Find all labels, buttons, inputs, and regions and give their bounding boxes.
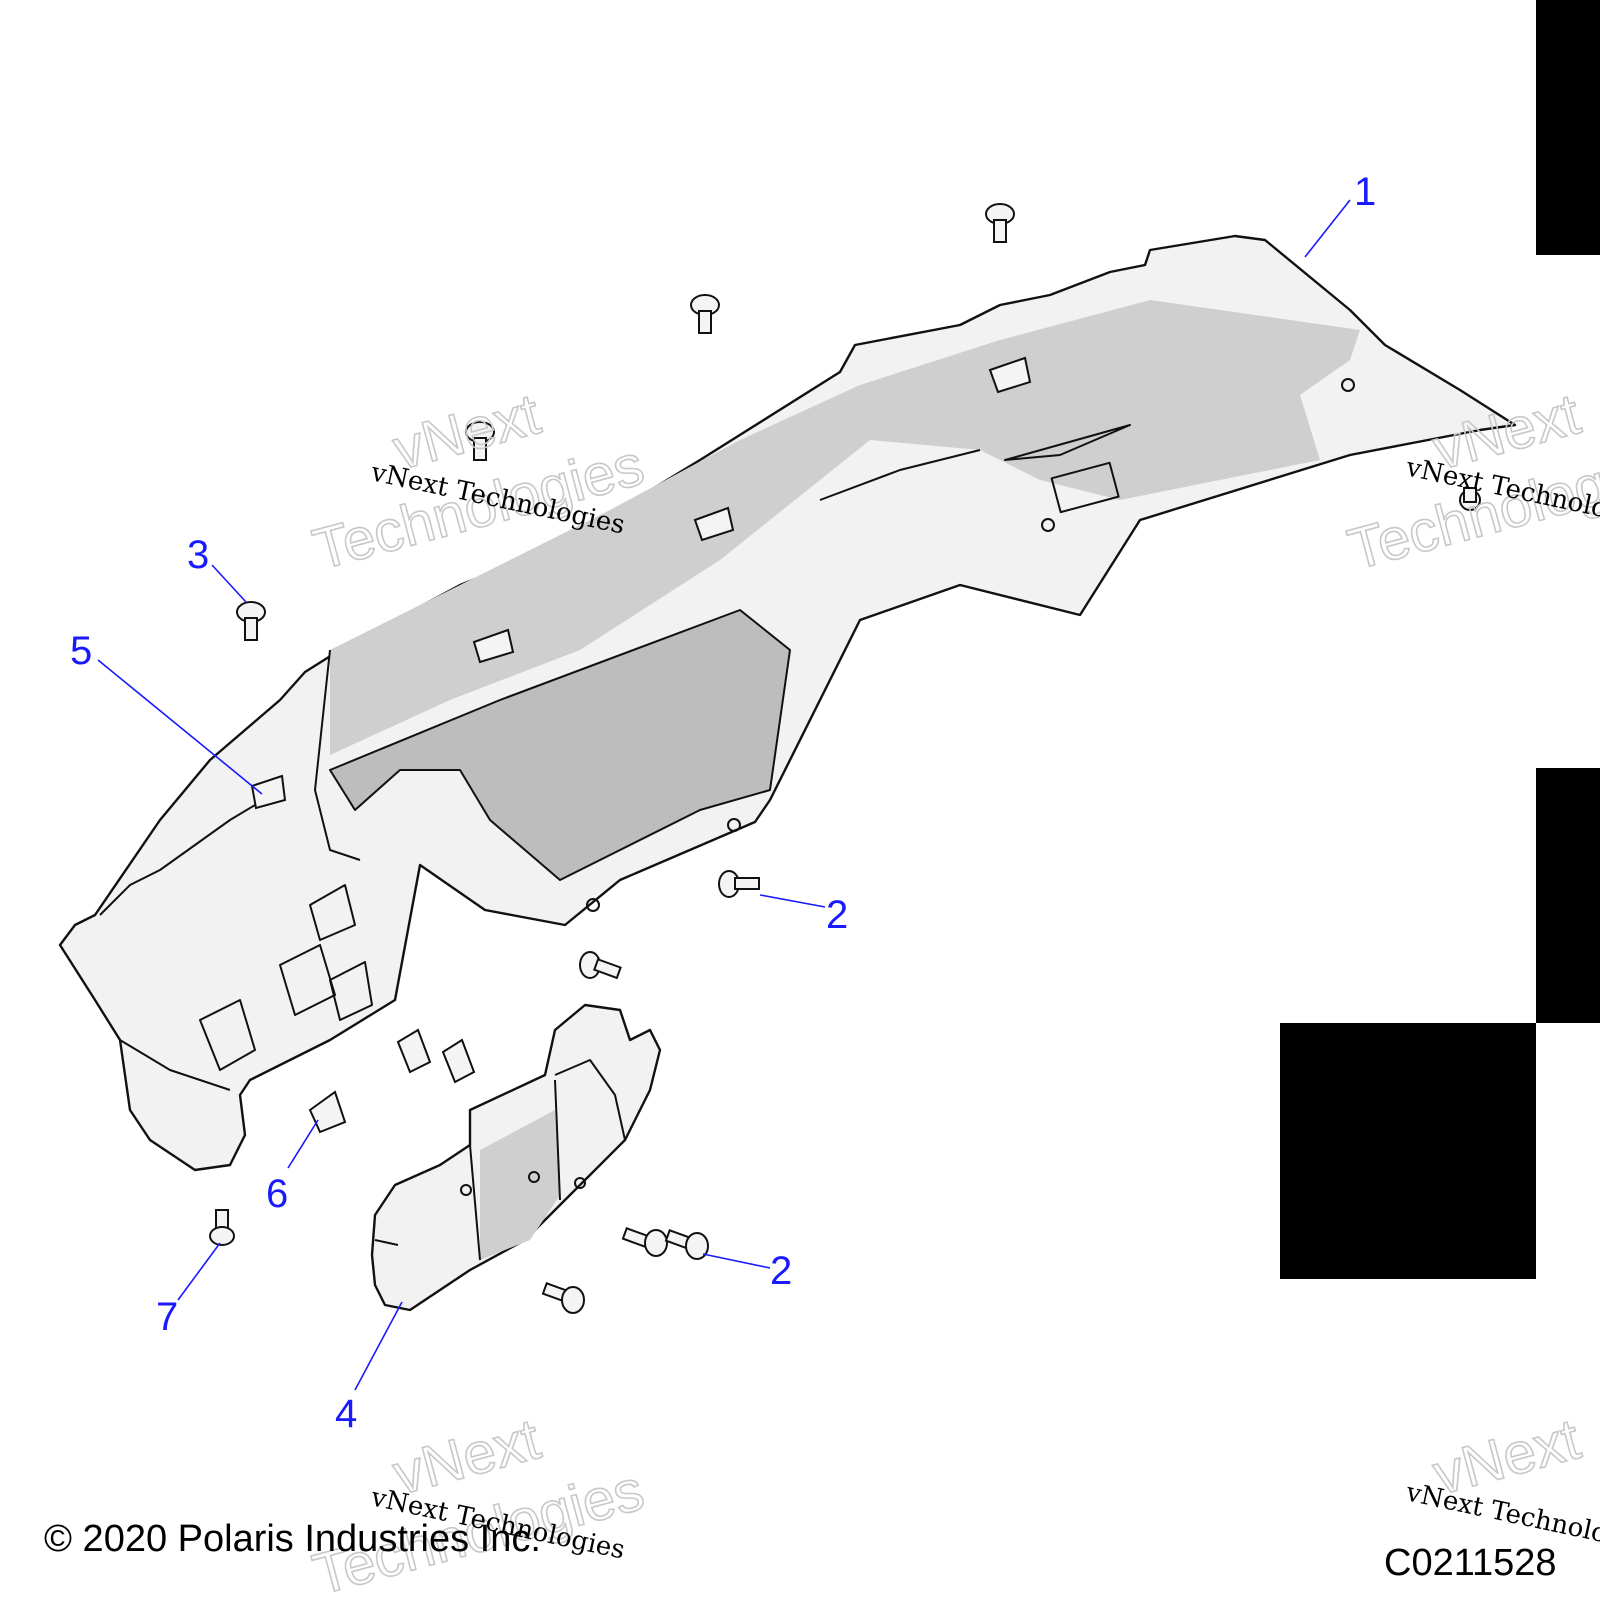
screw-top-3 bbox=[465, 421, 495, 461]
callout-6: 6 bbox=[266, 1172, 288, 1216]
corner-block-lower-right bbox=[1280, 1023, 1536, 1279]
screw-item-2-upper bbox=[718, 870, 760, 898]
screw-item-2-lower-2 bbox=[664, 1229, 709, 1260]
screw-lower bbox=[541, 1282, 585, 1314]
callout-7: 7 bbox=[156, 1295, 178, 1339]
screw-item-2-lower-1 bbox=[621, 1227, 668, 1257]
leader-5 bbox=[97, 659, 263, 795]
leader-1 bbox=[1304, 199, 1351, 258]
leader-2-lower bbox=[702, 1253, 771, 1269]
clip-nut-item-5 bbox=[250, 774, 287, 810]
leader-4 bbox=[354, 1301, 403, 1391]
leader-3 bbox=[211, 564, 247, 603]
callout-3: 3 bbox=[187, 533, 209, 577]
screw-top-1 bbox=[985, 203, 1015, 243]
screw-top-2 bbox=[690, 294, 720, 334]
leader-2-upper bbox=[759, 894, 826, 908]
watermark-lower-left: vNext Technologies vNext Technologies bbox=[306, 1406, 651, 1600]
callout-5: 5 bbox=[70, 629, 92, 673]
side-panel bbox=[370, 1003, 662, 1312]
screw-item-3 bbox=[236, 601, 266, 641]
screw-item-7 bbox=[209, 1209, 235, 1246]
clip-nut-2 bbox=[693, 506, 735, 542]
callout-2-upper: 2 bbox=[826, 893, 848, 937]
leader-7 bbox=[177, 1242, 221, 1301]
screw-right bbox=[1459, 487, 1481, 511]
dash-panel bbox=[58, 234, 1517, 1172]
clip-nut-mid-1 bbox=[396, 1028, 432, 1074]
clip-nut-1 bbox=[988, 356, 1032, 394]
copyright-text: © 2020 Polaris Industries Inc. bbox=[44, 1518, 541, 1560]
clip-nut-mid-2 bbox=[441, 1038, 476, 1084]
watermark-lower-right: vNext vNext Technologies bbox=[1403, 1406, 1600, 1561]
corner-block-mid-right bbox=[1536, 768, 1600, 1023]
corner-block-top-right bbox=[1536, 0, 1600, 255]
callout-2-lower: 2 bbox=[770, 1249, 792, 1293]
callout-1: 1 bbox=[1354, 170, 1376, 214]
callout-4: 4 bbox=[335, 1392, 357, 1436]
clip-nut-3 bbox=[472, 628, 515, 664]
screw-mid bbox=[579, 951, 622, 980]
clip-nut-item-6 bbox=[308, 1090, 347, 1134]
watermark-upper-left: vNext Technologies vNext Technologies bbox=[306, 381, 651, 584]
figure-code: C0211528 bbox=[1384, 1542, 1557, 1584]
leader-6 bbox=[287, 1119, 319, 1169]
